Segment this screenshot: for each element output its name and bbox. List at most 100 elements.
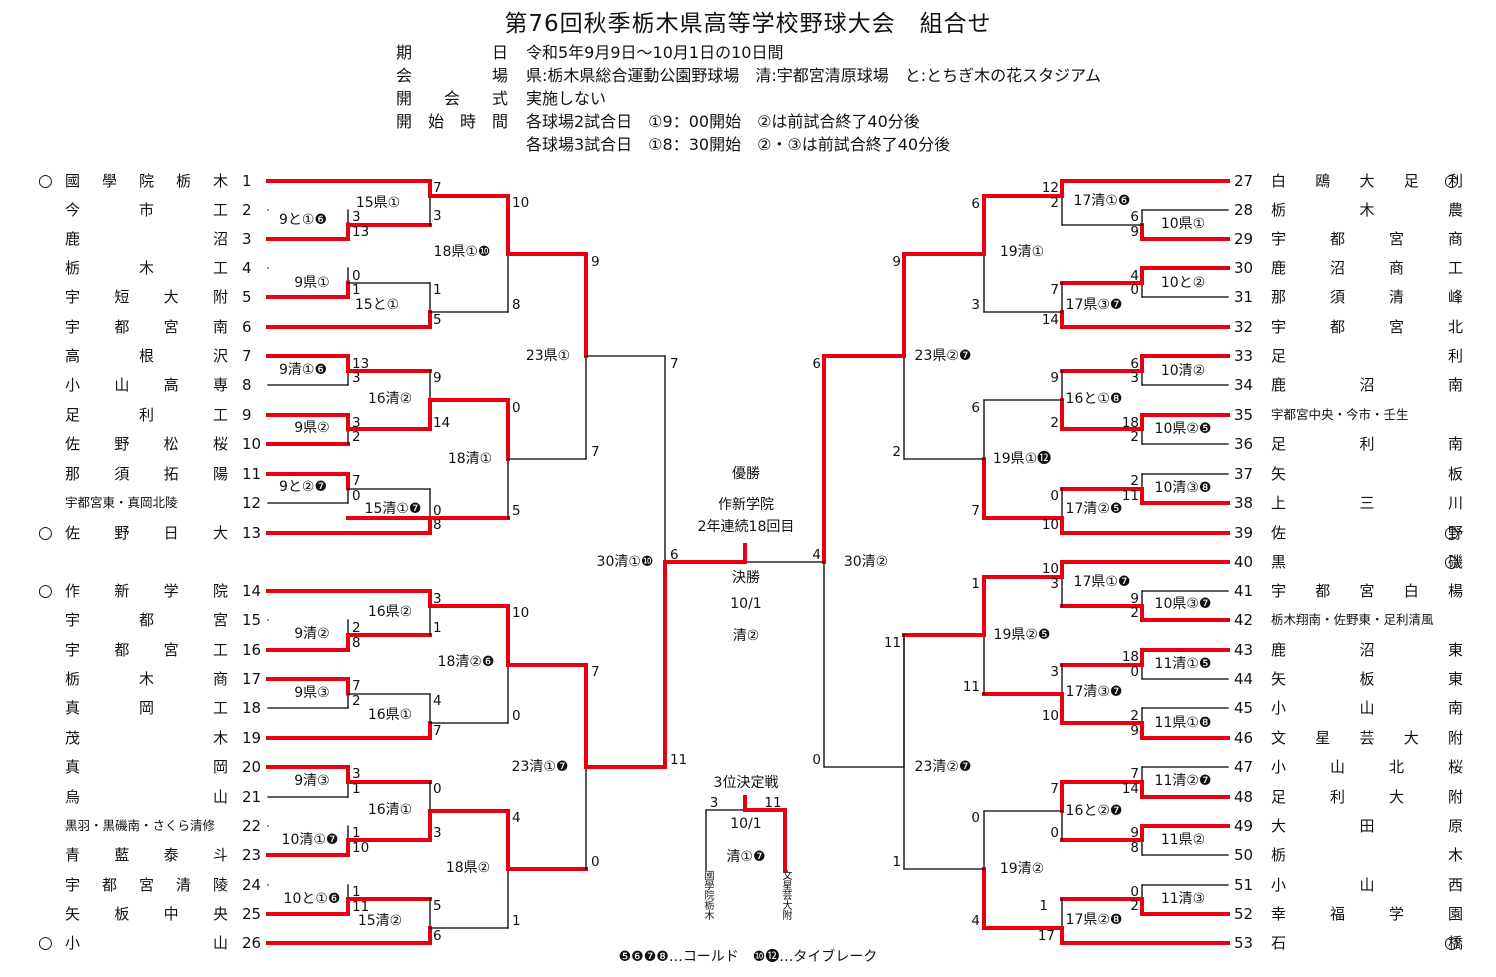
bracket-label: 4 — [433, 693, 442, 709]
info-value: 実施しない — [526, 89, 607, 108]
bracket-label: 10 — [1042, 708, 1059, 724]
bracket-label: 19県②❺ — [994, 627, 1051, 643]
bracket-label: 6 — [971, 400, 980, 416]
team-number: 47 — [1234, 758, 1254, 776]
bracket-label: 10 — [512, 605, 529, 621]
team-name: 黒磯 — [1271, 553, 1463, 571]
page-title: 第76回秋季栃木県高等学校野球大会 組合せ — [504, 11, 992, 37]
third-place-right-team: 文星芸大附 — [780, 870, 791, 920]
team-entry: 今市工 2 — [0, 200, 270, 220]
bracket-label: 23県① — [526, 348, 570, 364]
team-number: 2 — [242, 201, 252, 219]
team-number: 19 — [242, 729, 262, 747]
bracket-label: 17 — [1038, 928, 1055, 944]
bracket-label: 17清③❼ — [1066, 684, 1123, 700]
bracket-label: 30清② — [844, 554, 888, 570]
bracket-label: 17県③❼ — [1066, 297, 1123, 313]
team-name: 幸福学園 — [1271, 905, 1463, 923]
team-name: 佐野 — [1271, 524, 1463, 542]
team-number: 38 — [1234, 494, 1254, 512]
bracket-label: 2 — [1130, 605, 1139, 621]
bracket-label: 12 — [1042, 180, 1059, 196]
bracket-label: 10清② — [1161, 363, 1205, 379]
bracket-label: 10県②❺ — [1155, 421, 1212, 437]
bracket-label: 7 — [433, 180, 442, 196]
bracket-label: 9 — [1130, 591, 1139, 607]
bracket-label: 3 — [352, 209, 361, 225]
team-number: 18 — [242, 699, 262, 717]
seed-mark: ○ — [1444, 171, 1459, 191]
bracket-label: 9 — [1130, 224, 1139, 240]
team-number: 32 — [1234, 318, 1254, 336]
bracket-label: 8 — [433, 517, 442, 533]
info-row: 期日令和5年9月9日～10月1日の10日間 — [396, 39, 783, 63]
bracket-label: 10県③❼ — [1155, 596, 1212, 612]
team-name: 宇都宮清陵 — [65, 876, 228, 894]
bracket-label: 1 — [433, 282, 442, 298]
bracket-label: 0 — [971, 810, 980, 826]
bracket-label: 18県①❿ — [434, 244, 491, 260]
team-name: 真岡工 — [65, 699, 228, 717]
team-name: 白鴎大足利 — [1271, 172, 1463, 190]
bracket-label: 7 — [352, 473, 361, 489]
team-name: 足利大附 — [1271, 788, 1463, 806]
bracket-label: 1 — [892, 854, 901, 870]
bracket-label: 0 — [591, 854, 600, 870]
team-number: 5 — [242, 288, 252, 306]
team-number: 25 — [242, 905, 262, 923]
team-name: 國學院栃木 — [65, 172, 228, 190]
team-number: 34 — [1234, 376, 1254, 394]
team-number: 22 — [242, 817, 262, 835]
bracket-label: 23清①❼ — [512, 759, 569, 775]
seed-mark: ○ — [1444, 523, 1459, 543]
bracket-label: 3 — [1050, 664, 1059, 680]
team-name: 文星芸大附 — [1271, 729, 1463, 747]
third-place-date: 10/1 — [730, 816, 762, 832]
team-name: 今市工 — [65, 201, 228, 219]
info-row: 会場県:栃木県総合運動公園野球場 清:宇都宮清原球場 と:とちぎ木の花スタジアム — [396, 62, 1101, 86]
info-row: 開始時間各球場2試合日 ①9：00開始 ②は前試合終了40分後 — [396, 108, 920, 132]
seed-mark: ○ — [38, 933, 53, 953]
bracket-label: 0 — [433, 503, 442, 519]
bracket-label: 0 — [512, 708, 521, 724]
bracket-label: 5 — [433, 312, 442, 328]
bracket-label: 4 — [512, 810, 521, 826]
bracket-label: 16清① — [368, 802, 412, 818]
bracket-label: 14 — [1122, 781, 1139, 797]
bracket-label: 6 — [433, 928, 442, 944]
team-name: 宇都宮白楊 — [1271, 582, 1463, 600]
bracket-label: 0 — [1130, 884, 1139, 900]
final-date: 10/1 — [730, 596, 762, 612]
bracket-label: 9 — [1130, 723, 1139, 739]
bracket-label: 1 — [352, 781, 361, 797]
info-value: 県:栃木県総合運動公園野球場 清:宇都宮清原球場 と:とちぎ木の花スタジアム — [526, 66, 1102, 85]
info-label: 開始時間 — [396, 112, 508, 131]
bracket-label: 1 — [512, 913, 521, 929]
team-number: 35 — [1234, 406, 1254, 424]
bracket-label: 3 — [352, 766, 361, 782]
bracket-label: 18 — [1122, 415, 1139, 431]
bracket-label: 3 — [352, 370, 361, 386]
bracket-label: 4 — [812, 547, 821, 563]
